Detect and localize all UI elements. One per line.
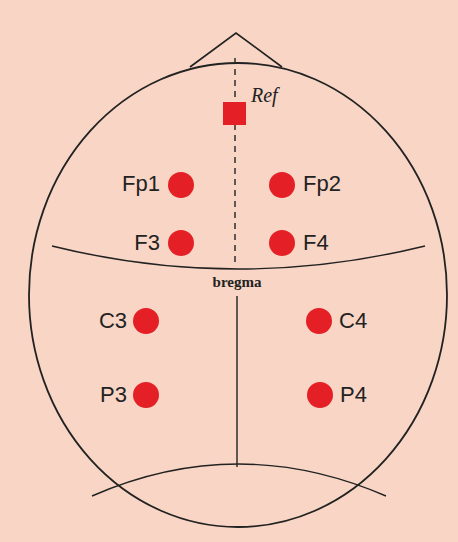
electrode-label: Fp1 [122,173,160,195]
reference-electrode [223,102,246,125]
electrode-label: P3 [100,384,127,406]
nose-outline [190,33,282,67]
midline [236,296,237,467]
electrode-dot [306,308,332,334]
electrode-dot [133,382,159,408]
electrode-dot [269,230,295,256]
electrode-dot [269,172,295,198]
electrode-dot [307,382,333,408]
landmark-label: bregma [211,274,264,291]
reference-label: Ref [251,85,278,105]
head-outline [29,63,447,527]
electrode-label: F3 [134,232,160,254]
electrode-dot [168,230,194,256]
coronal-line [52,246,425,269]
electrode-label: F4 [303,232,329,254]
occipital-line [92,464,386,496]
dashed-midline [234,58,235,266]
electrode-label: Fp2 [303,173,341,195]
electrode-label: C3 [99,310,127,332]
electrode-dot [168,172,194,198]
electrode-dot [133,308,159,334]
electrode-label: P4 [340,384,367,406]
electrode-label: C4 [339,310,367,332]
